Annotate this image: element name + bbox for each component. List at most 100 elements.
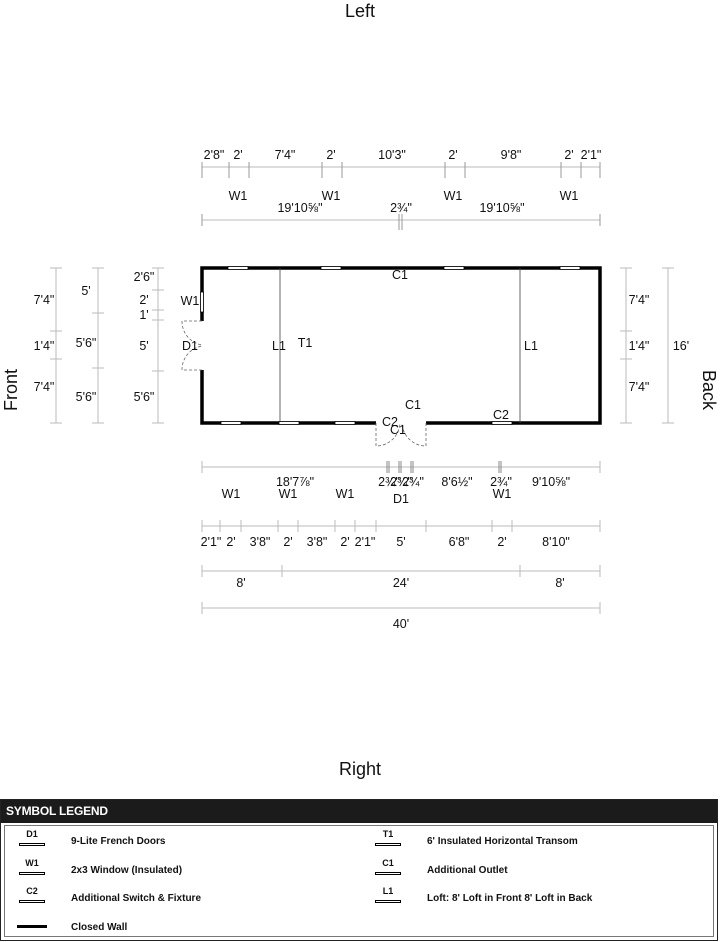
legend-label: 2x3 Window (Insulated) [71,864,183,876]
dim-label: 8'10" [542,535,570,549]
switch-symbol-icon: C2 [17,885,47,911]
legend-label: Additional Outlet [427,864,508,876]
dim-label: 2¾" [390,475,412,489]
side-label-left: Left [345,1,375,21]
legend-item-w1: W1 2x3 Window (Insulated) [17,857,182,883]
legend-label: Closed Wall [71,921,128,933]
dim-label: 7'4" [629,293,650,307]
dim-label: 7'4" [34,380,55,394]
dim-label: 5' [81,284,90,298]
side-label-back: Back [699,370,719,411]
window-tag: W1 [229,189,248,203]
dim-label: 2' [226,535,235,549]
french-door-right [375,421,427,447]
bottom-tick-pairs [386,461,502,473]
legend-item-l1: L1 Loft: 8' Loft in Front 8' Loft in Bac… [373,885,592,911]
dim-label: 2' [326,148,335,162]
dim-label: 7'4" [629,380,650,394]
legend-code: L1 [382,886,394,896]
side-label-front: Front [1,369,21,411]
outlet-tag: C1 [390,423,406,437]
dim-label: 5'6" [76,390,97,404]
legend-body: D1 9-Lite French Doors T1 6' Insulated H… [4,825,714,937]
dim-label: 5'6" [76,336,97,350]
dim-label: 2¾" [402,475,424,489]
overall-length: 40' [393,617,409,631]
outlet-symbol-icon: C1 [373,857,403,883]
right-dims: 7'4" 1'4" 7'4" 16' [629,293,690,394]
dim-label: 8' [555,576,564,590]
dim-label: 6'8" [449,535,470,549]
top-dims-row1: 2'8" 2' 7'4" 2' 10'3" 2' 9'8" 2' 2'1" [204,148,602,162]
loft-tag: L1 [524,339,538,353]
window-tag: W1 [279,487,298,501]
closed-wall-icon [17,914,47,940]
legend-label: Loft: 8' Loft in Front 8' Loft in Back [427,892,593,904]
dim-label: 2'1" [355,535,376,549]
dim-label: 24' [393,576,409,590]
dim-label: 19'10⅝" [277,201,322,215]
bottom-dims-row3: 8' 24' 8' 40' [236,576,564,631]
top-dimension-lines [201,162,601,230]
outlet-tag: C1 [405,398,421,412]
window-tag: W1 [222,487,241,501]
window-tag: W1 [493,487,512,501]
legend-item-d1: D1 9-Lite French Doors [17,828,165,854]
bottom-dims-row1: 18'7⅞" 2¾" 2¾" 2¾" 8'6½" 2¾" 9'10⅝" [276,475,570,489]
dim-label: 2' [233,148,242,162]
legend-code: D1 [26,829,38,839]
dim-label: 9'8" [501,148,522,162]
dim-label: 2' [283,535,292,549]
wall-windows [200,266,581,425]
dim-label: 1' [139,308,148,322]
floor-plan: Left Right Front Back 2'8" 2' 7'4" 2' 10… [1,1,719,779]
loft-symbol-icon: L1 [373,885,403,911]
dim-label: 2' [448,148,457,162]
outlet-tag: C1 [392,268,408,282]
dim-label: 7'4" [275,148,296,162]
legend-label: 6' Insulated Horizontal Transom [427,835,578,847]
dim-label: 2'1" [201,535,222,549]
side-label-right: Right [339,759,381,779]
french-door-front [181,320,204,371]
dim-label: 2'6" [134,270,155,284]
dim-label: 2¾" [490,475,512,489]
top-window-tags: W1 W1 W1 W1 [229,189,579,203]
transom-tag: T1 [298,336,313,350]
legend-item-c2: C2 Additional Switch & Fixture [17,885,201,911]
dim-label: 1'4" [629,339,650,353]
dim-label: 2' [564,148,573,162]
window-tag: W1 [181,294,200,308]
dim-label: 2'8" [204,148,225,162]
switch-tag: C2 [382,415,398,429]
dim-label: 2'1" [581,148,602,162]
interior-tags: C1 L1 T1 L1 C1 C2 C2 C1 [272,268,538,437]
legend-label: Additional Switch & Fixture [71,892,202,904]
window-tag: W1 [336,487,355,501]
transom-symbol-icon: T1 [373,828,403,854]
dim-label: 19'10⅝" [479,201,524,215]
dim-label: 5'6" [134,390,155,404]
dim-label: 7'4" [34,293,55,307]
dim-label: 9'10⅝" [532,475,570,489]
building-outline [200,266,602,425]
window-tag: W1 [560,189,579,203]
dim-label: 2' [340,535,349,549]
legend-item-t1: T1 6' Insulated Horizontal Transom [373,828,578,854]
left-dimension-lines [50,267,164,424]
dim-label: 5' [396,535,405,549]
loft-tag: L1 [272,339,286,353]
symbol-legend: SYMBOL LEGEND D1 9-Lite French Doors T1 … [0,799,718,941]
bottom-dims-row2: 2'1" 2' 3'8" 2' 3'8" 2' 2'1" 5' 6'8" 2' … [201,535,570,549]
left-dims: 7'4" 1'4" 7'4" 5' 5'6" 5'6" 2'6" 2' 1' 5… [34,270,200,404]
window-symbol-icon: W1 [17,857,47,883]
door-tag: D1 [393,492,409,506]
dim-label: 10'3" [378,148,406,162]
bottom-window-tags: W1 W1 W1 W1 D1 [222,487,512,506]
right-dimension-lines [620,267,674,424]
legend-label: 9-Lite French Doors [71,835,166,847]
legend-code: C1 [382,858,394,868]
dim-label: 3'8" [250,535,271,549]
dim-label: 2¾" [390,201,412,215]
dim-label: 8' [236,576,245,590]
